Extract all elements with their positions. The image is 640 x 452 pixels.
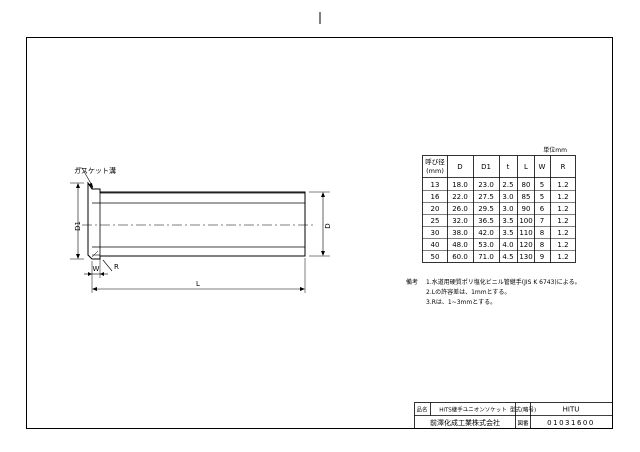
dim-d-label: D xyxy=(324,223,332,228)
title-model-label: 型式(略号) xyxy=(510,406,536,414)
table-cell: 4.5 xyxy=(502,253,513,261)
table-cell: 42.0 xyxy=(478,229,494,237)
dimension-table xyxy=(422,155,576,263)
header-col-d1: D1 xyxy=(481,163,491,171)
table-cell: 20 xyxy=(431,205,440,213)
table-cell: 26.0 xyxy=(452,205,468,213)
table-cell: 53.0 xyxy=(478,241,494,249)
table-cell: 130 xyxy=(519,253,532,261)
table-cell: 71.0 xyxy=(478,253,494,261)
header-col-l: L xyxy=(524,163,528,171)
note-item-2: 2.Lの許容差は、1mmとする。 xyxy=(426,288,510,296)
table-cell: 2.5 xyxy=(502,181,513,189)
table-cell: 30 xyxy=(431,229,440,237)
table-cell: 50 xyxy=(431,253,440,261)
title-name-label: 品名 xyxy=(416,406,427,414)
table-cell: 3.0 xyxy=(502,193,513,201)
note-item-3: 3.Rは、1~3mmとする。 xyxy=(426,299,496,306)
table-cell: 6 xyxy=(540,205,545,213)
table-cell: 7 xyxy=(540,217,544,225)
table-cell: 120 xyxy=(519,241,532,249)
header-col-t: t xyxy=(507,163,510,171)
title-model-value: HITU xyxy=(563,406,580,414)
sheet-border xyxy=(26,37,613,429)
table-cell: 1.2 xyxy=(557,181,568,189)
table-cell: 1.2 xyxy=(557,229,568,237)
title-name-value: HITS継手ユニオンソケット xyxy=(439,406,507,414)
table-cell: 16 xyxy=(431,193,440,201)
table-cell: 25 xyxy=(431,217,440,225)
table-cell: 60.0 xyxy=(452,253,468,261)
part-drawing xyxy=(70,167,330,293)
gasket-groove-label: ガスケット溝 xyxy=(74,166,116,175)
table-cell: 18.0 xyxy=(452,181,468,189)
table-cell: 3.5 xyxy=(502,229,513,237)
table-cell: 13 xyxy=(431,181,440,189)
table-cell: 22.0 xyxy=(452,193,468,201)
table-cell: 4.0 xyxy=(502,241,513,249)
header-col-d: D xyxy=(457,163,462,171)
table-cell: 48.0 xyxy=(452,241,468,249)
table-body: 13 18.0 23.0 2.5 80 5 1.2 16 22.0 27.5 3.0 85 5 1.2 20… xyxy=(431,181,569,261)
table-cell: 27.5 xyxy=(478,193,494,201)
table-cell: 1.2 xyxy=(557,205,568,213)
header-nominal-line1: 呼び径 xyxy=(425,157,445,166)
table-cell: 3.5 xyxy=(502,217,513,225)
table-cell: 32.0 xyxy=(452,217,468,225)
table-cell: 80 xyxy=(522,181,531,189)
table-cell: 85 xyxy=(522,193,531,201)
table-cell: 90 xyxy=(522,205,531,213)
table-cell: 100 xyxy=(519,217,532,225)
dim-l-label: L xyxy=(196,280,200,288)
table-cell: 110 xyxy=(519,229,532,237)
drawing-no-label: 図番 xyxy=(517,420,529,427)
company-name: 前澤化成工業株式会社 xyxy=(430,418,500,427)
table-cell: 1.2 xyxy=(557,193,568,201)
table-cell: 8 xyxy=(540,229,544,237)
dim-w-label: W xyxy=(93,265,100,273)
table-cell: 38.0 xyxy=(452,229,468,237)
header-nominal-line2: (mm) xyxy=(426,167,444,175)
table-cell: 1.2 xyxy=(557,241,568,249)
dim-r-label: R xyxy=(114,263,119,271)
table-cell: 5 xyxy=(540,193,544,201)
drawing-no-value: 01031600 xyxy=(547,419,595,427)
table-cell: 5 xyxy=(540,181,544,189)
header-col-w: W xyxy=(539,163,546,171)
table-cell: 1.2 xyxy=(557,253,568,261)
table-cell: 23.0 xyxy=(478,181,494,189)
dim-d1-label: D1 xyxy=(74,221,82,231)
table-cell: 29.5 xyxy=(478,205,494,213)
table-cell: 40 xyxy=(431,241,440,249)
title-block xyxy=(414,402,613,429)
notes-label: 備考 xyxy=(406,278,418,286)
header-col-r: R xyxy=(561,163,566,171)
table-cell: 3.0 xyxy=(502,205,513,213)
unit-note: 単位mm xyxy=(543,146,567,154)
table-cell: 8 xyxy=(540,241,544,249)
table-cell: 36.5 xyxy=(478,217,494,225)
table-cell: 1.2 xyxy=(557,217,568,225)
table-cell: 9 xyxy=(540,253,544,261)
note-item-1: 1.水道用硬質ポリ塩化ビニル管継手(JIS K 6743)による。 xyxy=(426,278,581,286)
